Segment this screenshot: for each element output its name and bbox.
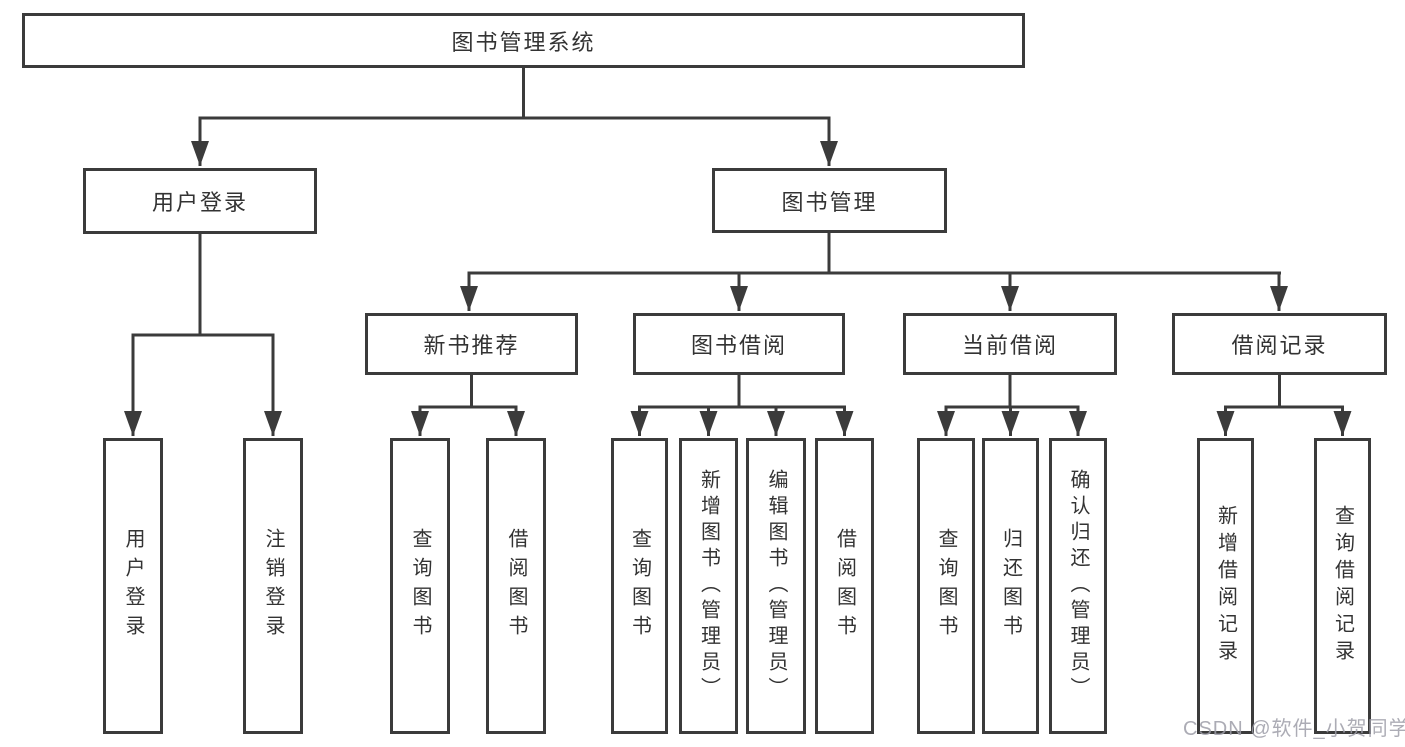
csdn-watermark: CSDN @软件_小贺同学 bbox=[1183, 718, 1405, 740]
leaf-confirm-return-admin: 确认归还（管理员） bbox=[1049, 438, 1107, 734]
node-root-label: 图书管理系统 bbox=[451, 29, 596, 55]
leaf-borrow-books-1-label: 借阅图书 bbox=[505, 528, 527, 644]
node-book-management: 图书管理 bbox=[712, 168, 947, 233]
node-borrowing-records: 借阅记录 bbox=[1172, 313, 1387, 375]
leaf-add-borrow-record: 新增借阅记录 bbox=[1197, 438, 1254, 734]
leaf-query-books-3-label: 查询图书 bbox=[935, 528, 957, 644]
leaf-user-login: 用户登录 bbox=[103, 438, 163, 734]
node-user-login-label: 用户登录 bbox=[151, 190, 248, 215]
leaf-edit-books-admin-label: 编辑图书（管理员） bbox=[765, 469, 787, 703]
leaf-query-books-1: 查询图书 bbox=[390, 438, 450, 734]
node-book-borrowing: 图书借阅 bbox=[633, 313, 845, 375]
node-book-management-label: 图书管理 bbox=[781, 189, 878, 215]
leaf-confirm-return-admin-label: 确认归还（管理员） bbox=[1067, 469, 1089, 703]
node-user-login: 用户登录 bbox=[83, 168, 317, 234]
leaf-query-borrow-record: 查询借阅记录 bbox=[1314, 438, 1371, 734]
leaf-query-borrow-record-label: 查询借阅记录 bbox=[1331, 505, 1354, 667]
leaf-query-books-1-label: 查询图书 bbox=[409, 528, 431, 644]
node-new-book-recommend-label: 新书推荐 bbox=[423, 333, 520, 358]
leaf-add-borrow-record-label: 新增借阅记录 bbox=[1214, 505, 1237, 667]
leaf-return-books: 归还图书 bbox=[982, 438, 1039, 734]
leaf-logout-label: 注销登录 bbox=[262, 528, 284, 644]
leaf-edit-books-admin: 编辑图书（管理员） bbox=[746, 438, 806, 734]
node-new-book-recommend: 新书推荐 bbox=[365, 313, 578, 375]
leaf-borrow-books-1: 借阅图书 bbox=[486, 438, 546, 734]
leaf-borrow-books-2: 借阅图书 bbox=[815, 438, 874, 734]
leaf-add-books-admin: 新增图书（管理员） bbox=[679, 438, 738, 734]
leaf-user-login-label: 用户登录 bbox=[122, 528, 144, 644]
node-borrowing-records-label: 借阅记录 bbox=[1231, 333, 1328, 358]
leaf-query-books-2: 查询图书 bbox=[611, 438, 668, 734]
leaf-logout: 注销登录 bbox=[243, 438, 303, 734]
leaf-add-books-admin-label: 新增图书（管理员） bbox=[697, 469, 720, 703]
node-book-borrowing-label: 图书借阅 bbox=[690, 333, 787, 358]
node-root: 图书管理系统 bbox=[22, 13, 1025, 68]
leaf-return-books-label: 归还图书 bbox=[999, 528, 1022, 644]
node-current-borrowing: 当前借阅 bbox=[903, 313, 1117, 375]
leaf-query-books-3: 查询图书 bbox=[917, 438, 975, 734]
leaf-borrow-books-2-label: 借阅图书 bbox=[833, 528, 856, 644]
leaf-query-books-2-label: 查询图书 bbox=[628, 528, 651, 644]
node-current-borrowing-label: 当前借阅 bbox=[961, 333, 1058, 358]
